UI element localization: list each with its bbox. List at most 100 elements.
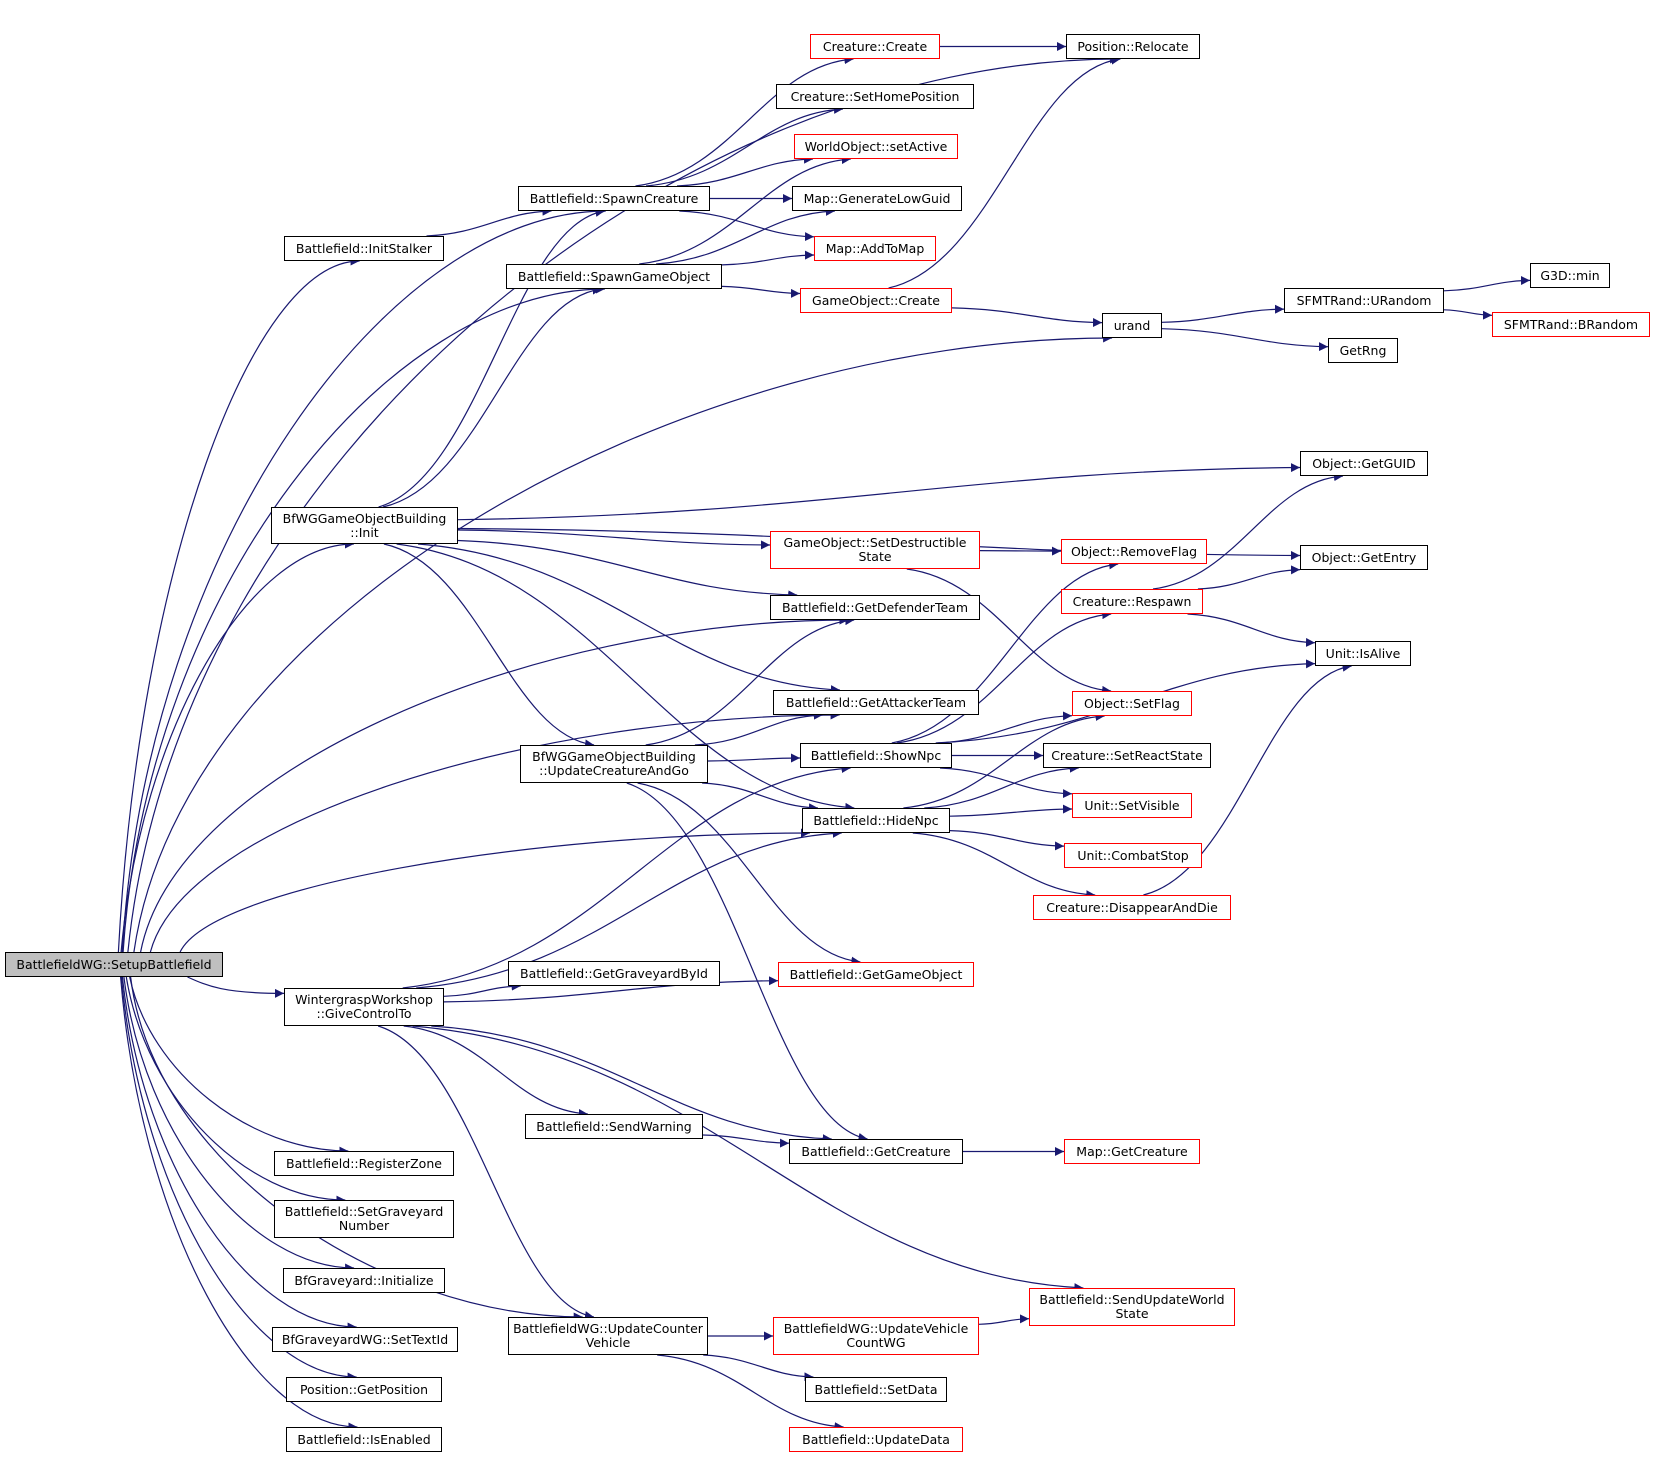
- node-go-create[interactable]: GameObject::Create: [800, 288, 952, 313]
- node-label: Battlefield::SendUpdateWorld: [1039, 1292, 1225, 1307]
- edge-spawncreature-to-addtomap: [679, 210, 815, 242]
- node-label: Object::GetEntry: [1311, 549, 1417, 565]
- node-combatstop[interactable]: Unit::CombatStop: [1064, 843, 1202, 868]
- node-getcreature[interactable]: Battlefield::GetCreature: [789, 1139, 963, 1164]
- node-setflag[interactable]: Object::SetFlag: [1072, 691, 1192, 716]
- node-genlowguid[interactable]: Map::GenerateLowGuid: [792, 186, 962, 211]
- node-label: WintergraspWorkshop: [295, 992, 433, 1007]
- node-label: State: [858, 549, 892, 564]
- edge-root-to-registerzone: [129, 976, 349, 1156]
- node-label: Position::Relocate: [1077, 38, 1189, 54]
- node-root[interactable]: BattlefieldWG::SetupBattlefield: [5, 952, 223, 977]
- node-setreact[interactable]: Creature::SetReactState: [1043, 743, 1211, 768]
- node-label: Battlefield::UpdateData: [802, 1431, 950, 1447]
- edge-root-to-getdefender: [140, 615, 849, 953]
- node-settextid[interactable]: BfGraveyardWG::SetTextId: [272, 1327, 458, 1352]
- edge-bfinit-to-updcrgo: [383, 543, 595, 749]
- edge-root-to-hidenpc: [179, 828, 810, 953]
- node-getguid[interactable]: Object::GetGUID: [1300, 451, 1428, 476]
- node-label: BfWGGameObjectBuilding: [532, 749, 696, 764]
- node-label: Battlefield::GetAttackerTeam: [785, 694, 967, 710]
- node-label: Battlefield::GetCreature: [801, 1143, 951, 1159]
- edge-updcrgo-to-getgo: [637, 782, 861, 966]
- node-addtomap[interactable]: Map::AddToMap: [814, 236, 936, 261]
- node-creature-create[interactable]: Creature::Create: [810, 34, 940, 59]
- node-sendwarning[interactable]: Battlefield::SendWarning: [525, 1114, 703, 1139]
- node-givecontrol[interactable]: WintergraspWorkshop::GiveControlTo: [284, 988, 444, 1026]
- edge-givecontrol-to-shownpc: [402, 764, 851, 989]
- node-setdata[interactable]: Battlefield::SetData: [805, 1377, 947, 1402]
- node-label: ::GiveControlTo: [316, 1006, 412, 1021]
- edge-givecontrol-to-updcounter: [377, 1025, 595, 1320]
- node-label: Creature::DisappearAndDie: [1046, 899, 1218, 915]
- node-sethomepos[interactable]: Creature::SetHomePosition: [776, 84, 974, 109]
- node-label: Battlefield::SpawnCreature: [529, 190, 699, 206]
- node-relocate[interactable]: Position::Relocate: [1066, 34, 1200, 59]
- edge-hidenpc-to-combatstop: [949, 830, 1065, 851]
- node-g3dmin[interactable]: G3D::min: [1530, 263, 1610, 288]
- edge-urandom-to-g3dmin: [1443, 276, 1531, 292]
- node-getattacker[interactable]: Battlefield::GetAttackerTeam: [773, 690, 979, 715]
- node-spawncreature[interactable]: Battlefield::SpawnCreature: [518, 186, 710, 211]
- edge-setdestr-to-setflag: [906, 568, 1112, 695]
- node-label: urand: [1113, 317, 1151, 333]
- node-mapgetcreature[interactable]: Map::GetCreature: [1064, 1139, 1200, 1164]
- node-getgy[interactable]: Battlefield::GetGraveyardById: [508, 961, 720, 986]
- node-hidenpc[interactable]: Battlefield::HideNpc: [802, 808, 950, 833]
- node-initstalker[interactable]: Battlefield::InitStalker: [284, 236, 444, 261]
- node-isenabled[interactable]: Battlefield::IsEnabled: [286, 1427, 442, 1452]
- node-shownpc[interactable]: Battlefield::ShowNpc: [800, 743, 952, 768]
- node-disappear[interactable]: Creature::DisappearAndDie: [1033, 895, 1231, 920]
- node-label: Number: [338, 1218, 390, 1233]
- node-label: Battlefield::RegisterZone: [286, 1155, 442, 1171]
- node-getgo[interactable]: Battlefield::GetGameObject: [778, 962, 974, 987]
- edge-hidenpc-to-setvisible: [949, 804, 1073, 817]
- node-label: G3D::min: [1540, 267, 1600, 283]
- edge-initstalker-to-spawncreature: [426, 206, 552, 237]
- edge-root-to-givecontrol: [187, 976, 285, 998]
- node-getdefender[interactable]: Battlefield::GetDefenderTeam: [770, 595, 980, 620]
- edge-sendwarning-to-getcreature: [702, 1134, 790, 1148]
- node-brandom[interactable]: SFMTRand::BRandom: [1492, 312, 1650, 337]
- node-bfgyinit[interactable]: BfGraveyard::Initialize: [283, 1268, 445, 1293]
- node-getentry[interactable]: Object::GetEntry: [1300, 545, 1428, 570]
- node-urand[interactable]: urand: [1102, 313, 1162, 338]
- edge-root-to-getattacker: [149, 710, 840, 953]
- node-removeflag[interactable]: Object::RemoveFlag: [1061, 539, 1207, 564]
- node-updcrgo[interactable]: BfWGGameObjectBuilding::UpdateCreatureAn…: [520, 745, 708, 783]
- node-label: Battlefield::SetData: [814, 1381, 938, 1397]
- node-updatedata[interactable]: Battlefield::UpdateData: [789, 1427, 963, 1452]
- edge-hidenpc-to-disappear: [912, 832, 1096, 900]
- node-getposition[interactable]: Position::GetPosition: [286, 1377, 442, 1402]
- edge-bfinit-to-getdefender: [457, 539, 798, 600]
- node-urandom[interactable]: SFMTRand::URandom: [1284, 288, 1444, 313]
- node-respawn[interactable]: Creature::Respawn: [1061, 589, 1203, 614]
- edge-spawncreature-to-setactive: [676, 154, 814, 187]
- node-label: Unit::SetVisible: [1084, 797, 1180, 813]
- edge-updcounter-to-updatedata: [657, 1354, 844, 1432]
- edge-givecontrol-to-hidenpc: [416, 828, 842, 989]
- node-setactive[interactable]: WorldObject::setActive: [794, 134, 958, 159]
- node-isalive[interactable]: Unit::IsAlive: [1315, 641, 1411, 666]
- edge-bfinit-to-spawncreature: [378, 208, 605, 508]
- node-setvisible[interactable]: Unit::SetVisible: [1072, 793, 1192, 818]
- node-label: GameObject::Create: [812, 292, 940, 308]
- node-spawngo[interactable]: Battlefield::SpawnGameObject: [506, 264, 722, 289]
- edge-spawncreature-to-creature-create: [635, 55, 854, 187]
- node-bfinit[interactable]: BfWGGameObjectBuilding::Init: [271, 507, 458, 544]
- edge-givecontrol-to-sendwarning: [403, 1025, 588, 1118]
- node-label: Unit::CombatStop: [1077, 847, 1189, 863]
- node-registerzone[interactable]: Battlefield::RegisterZone: [274, 1151, 454, 1176]
- edge-root-to-initstalker: [117, 256, 360, 953]
- node-label: Map::GetCreature: [1076, 1143, 1188, 1159]
- node-getrng[interactable]: GetRng: [1328, 338, 1398, 363]
- edge-updvehcount-to-sendupdws: [978, 1314, 1030, 1325]
- edge-updcrgo-to-getcreature: [626, 782, 868, 1142]
- edge-updcrgo-to-getattacker: [694, 710, 823, 746]
- edge-root-to-getposition: [120, 976, 357, 1382]
